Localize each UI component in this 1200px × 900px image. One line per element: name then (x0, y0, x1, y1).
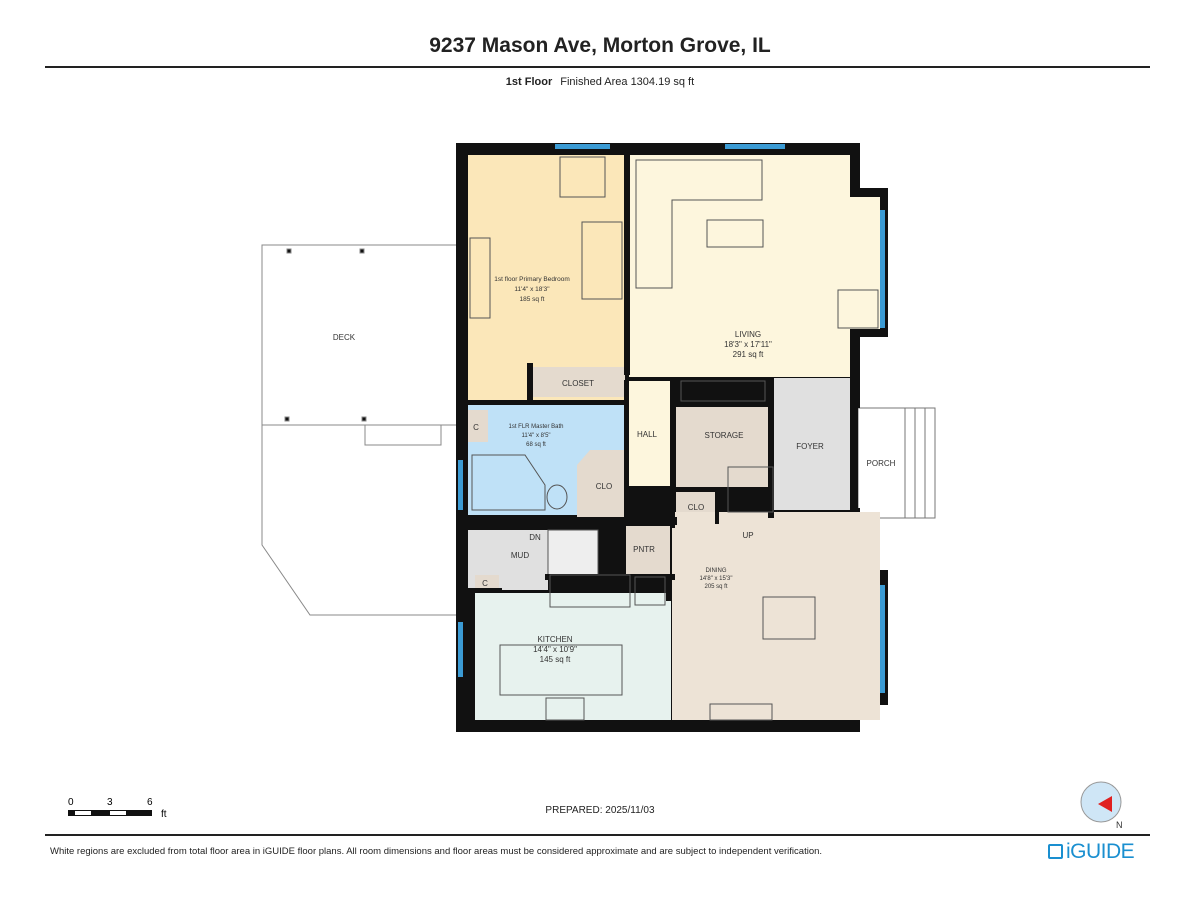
porch (857, 407, 936, 519)
floor-subtitle: 1st Floor Finished Area 1304.19 sq ft (0, 76, 1200, 88)
living-bay (849, 197, 880, 329)
clo1-label: CLO (596, 482, 612, 491)
bath-name: 1st FLR Master Bath (508, 424, 563, 430)
scale-unit: ft (161, 809, 167, 820)
c2-label: C (482, 579, 488, 588)
porch-label: PORCH (867, 459, 896, 468)
bedroom-dims: 11'4" x 18'3" (514, 286, 550, 293)
dn-label: DN (529, 533, 541, 542)
mud-label: MUD (511, 551, 529, 560)
bedroom-area: 185 sq ft (520, 296, 545, 303)
room-pntr (626, 526, 670, 574)
compass-icon: N (1080, 781, 1123, 830)
room-c1 (468, 410, 488, 442)
kitchen-area: 145 sq ft (540, 655, 571, 664)
up-label: UP (742, 531, 753, 540)
dining-dims: 14'8" x 15'3" (700, 576, 733, 582)
iguide-logo-text: iGUIDE (1066, 840, 1135, 863)
room-hall (629, 381, 670, 486)
room-foyer (774, 378, 850, 510)
room-dining (672, 512, 880, 720)
room-c2 (475, 575, 499, 590)
interior-walls (467, 155, 774, 601)
living-area: 291 sq ft (733, 350, 764, 359)
kitchen-name: KITCHEN (537, 635, 572, 644)
clo2-label: CLO (688, 503, 704, 512)
storage-label: STORAGE (705, 431, 744, 440)
page-title: 9237 Mason Ave, Morton Grove, IL (429, 34, 771, 57)
room-storage (676, 407, 768, 487)
dining-area: 205 sq ft (704, 584, 727, 590)
windows (458, 144, 885, 693)
deck (261, 244, 459, 616)
living-name: LIVING (735, 330, 761, 339)
footer-divider (45, 834, 1150, 836)
closet-label: CLOSET (562, 379, 594, 388)
prepared-date: PREPARED: 2025/11/03 (545, 805, 655, 816)
living-dims: 18'3" x 17'11" (724, 340, 772, 349)
scale-tick-6: 6 (147, 797, 153, 808)
room-bedroom (468, 155, 625, 400)
header-divider (45, 66, 1150, 68)
disclaimer: White regions are excluded from total fl… (50, 846, 823, 857)
bedroom-name: 1st floor Primary Bedroom (494, 276, 570, 283)
finished-area: Finished Area 1304.19 sq ft (560, 76, 695, 88)
kitchen-dims: 14'4" x 10'9" (533, 645, 577, 654)
compass-north-label: N (1116, 820, 1123, 830)
room-living (629, 155, 850, 377)
bath-dims: 11'4" x 8'5" (521, 433, 550, 439)
foyer-label: FOYER (796, 442, 824, 451)
furniture (469, 156, 879, 721)
room-labels: 1st floor Primary Bedroom 11'4" x 18'3" … (333, 276, 896, 664)
scale-tick-0: 0 (68, 797, 74, 808)
room-closet (532, 367, 625, 397)
room-clo1 (577, 450, 625, 520)
iguide-logo: iGUIDE (1048, 840, 1135, 864)
room-kitchen (475, 593, 671, 720)
bath-area: 68 sq ft (526, 442, 546, 448)
hall-label: HALL (637, 430, 658, 439)
scale-bar: 0 3 6 ft (68, 797, 167, 820)
pntr-label: PNTR (633, 545, 655, 554)
deck-label: DECK (333, 333, 356, 342)
iguide-logo-icon (1048, 844, 1063, 859)
dining-name: DINING (706, 568, 727, 574)
c1-label: C (473, 423, 479, 432)
floor-name: 1st Floor (505, 76, 553, 88)
scale-tick-3: 3 (107, 797, 113, 808)
stairs-down (547, 529, 599, 577)
